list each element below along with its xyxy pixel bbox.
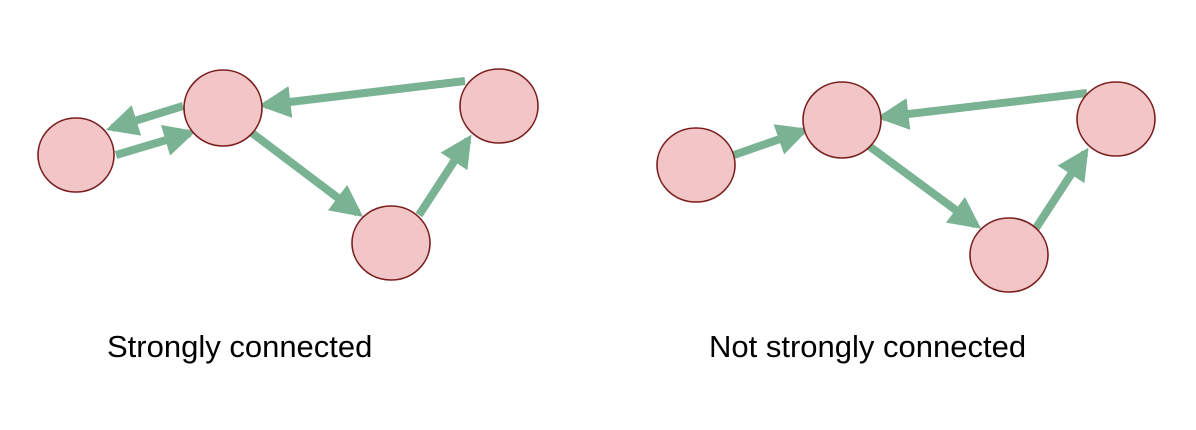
caption-strongly-connected: Strongly connected	[107, 329, 373, 364]
caption-not-strongly-connected: Not strongly connected	[709, 329, 1027, 364]
graph-strongly-connected	[37, 68, 539, 281]
edge-arrow-2-to-3	[415, 134, 472, 218]
edge-arrow-0-to-1	[114, 124, 197, 159]
graph-node-3	[1076, 81, 1156, 157]
graph-node-1	[802, 81, 882, 159]
edge-arrow-1-to-0	[105, 102, 185, 136]
graph-node-2	[351, 205, 431, 281]
edge-arrow-3-to-1	[876, 89, 1088, 130]
graph-node-2	[969, 217, 1049, 293]
graph-node-3	[459, 68, 539, 144]
edge-arrow-0-to-1	[732, 124, 810, 159]
nodes-left	[37, 68, 539, 281]
edge-arrow-3-to-1	[258, 77, 466, 118]
edge-arrow-1-to-2	[249, 129, 364, 217]
edge-arrow-1-to-2	[866, 142, 982, 229]
nodes-right	[656, 81, 1156, 293]
edge-arrow-2-to-3	[1032, 147, 1089, 231]
graph-not-strongly-connected	[656, 81, 1156, 293]
graph-node-0	[656, 127, 736, 203]
graph-node-1	[183, 69, 263, 147]
edges-right	[732, 89, 1089, 231]
graph-node-0	[37, 117, 115, 193]
edges-left	[105, 77, 472, 218]
